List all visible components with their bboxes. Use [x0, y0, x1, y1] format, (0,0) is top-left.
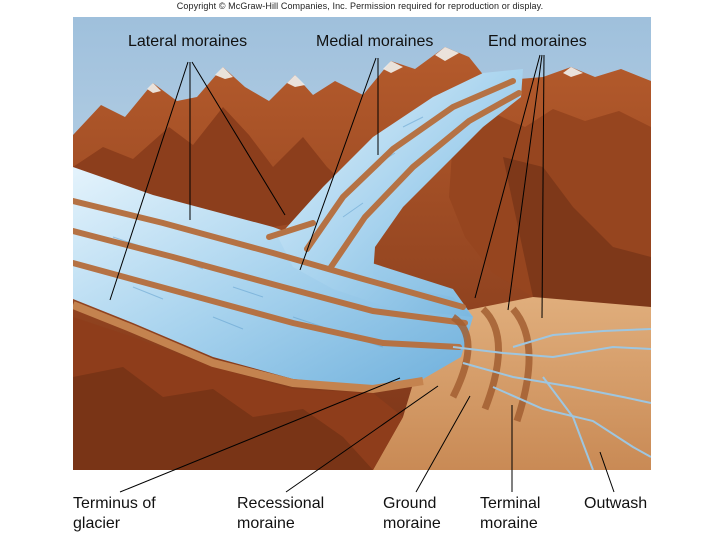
- label-recessional-moraine: Recessional moraine: [237, 494, 324, 534]
- label-lateral-moraines: Lateral moraines: [128, 32, 247, 52]
- label-terminus-line1: Terminus of: [73, 494, 156, 514]
- label-ground-line1: Ground: [383, 494, 441, 514]
- label-terminal-line1: Terminal: [480, 494, 540, 514]
- label-medial-moraines: Medial moraines: [316, 32, 433, 52]
- glacier-landscape: [73, 17, 651, 470]
- label-ground-moraine: Ground moraine: [383, 494, 441, 534]
- copyright-notice: Copyright © McGraw-Hill Companies, Inc. …: [0, 1, 720, 11]
- label-terminal-line2: moraine: [480, 514, 540, 534]
- label-terminal-moraine: Terminal moraine: [480, 494, 540, 534]
- label-ground-line2: moraine: [383, 514, 441, 534]
- label-end-moraines: End moraines: [488, 32, 587, 52]
- label-terminus-of-glacier: Terminus of glacier: [73, 494, 156, 534]
- glacier-illustration: [73, 17, 651, 470]
- label-terminus-line2: glacier: [73, 514, 156, 534]
- label-recessional-line2: moraine: [237, 514, 324, 534]
- label-recessional-line1: Recessional: [237, 494, 324, 514]
- label-outwash: Outwash: [584, 494, 647, 514]
